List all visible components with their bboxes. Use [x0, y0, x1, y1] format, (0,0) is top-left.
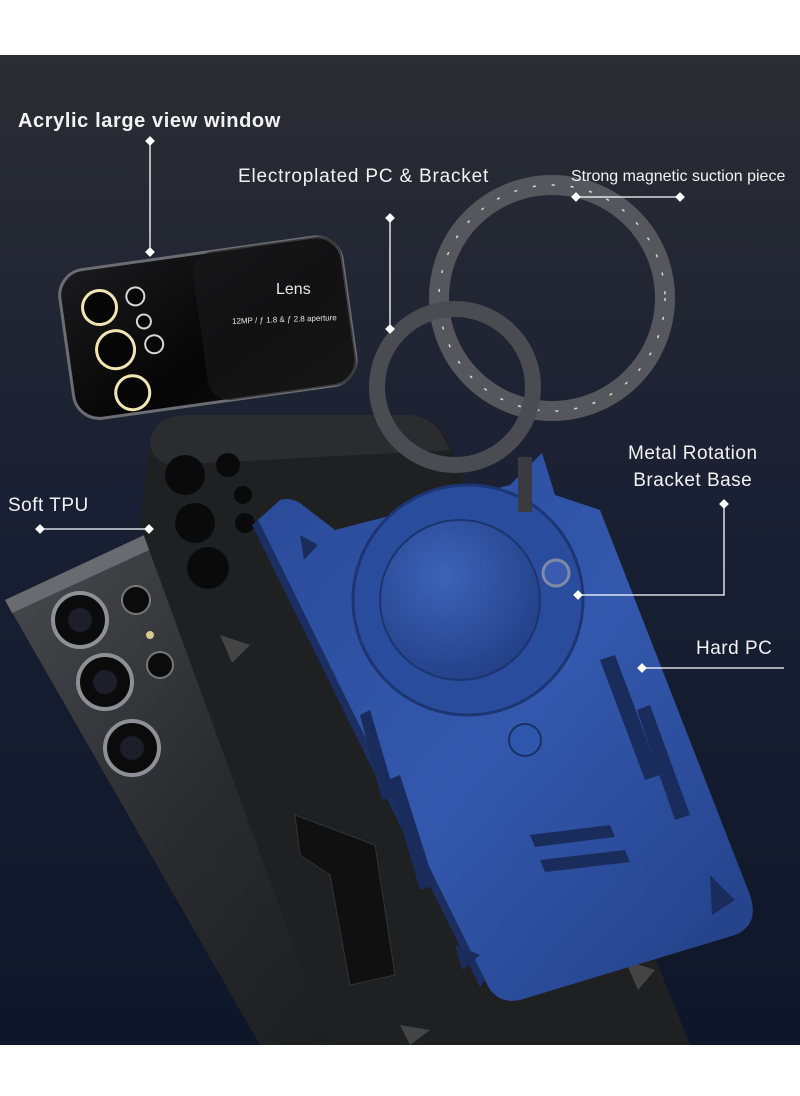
- metal-rotation-line1: Metal Rotation: [628, 443, 758, 464]
- phone-case-exploded-view: [0, 55, 800, 1045]
- metal-rotation-label: Metal Rotation Bracket Base: [628, 440, 758, 494]
- acrylic-lens-window: [58, 235, 358, 420]
- corner-triangle-icon: [220, 635, 250, 663]
- phone-camera-lenses: [51, 585, 174, 777]
- metal-rotation-base: [541, 558, 571, 588]
- grip-texture: [294, 814, 396, 986]
- magnetic-rings: [369, 175, 675, 512]
- magnetic-label: Strong magnetic suction piece: [571, 168, 786, 185]
- electroplated-label: Electroplated PC & Bracket: [238, 166, 490, 187]
- soft-tpu-label: Soft TPU: [8, 495, 89, 516]
- case-camera-cutouts: [165, 453, 255, 589]
- magnetic-disk: [379, 519, 541, 681]
- bracket-hinge: [508, 723, 542, 757]
- product-illustration: Acrylic large view window Electroplated …: [0, 55, 800, 1045]
- acrylic-window-label: Acrylic large view window: [18, 110, 281, 132]
- hard-pc-case: [252, 453, 753, 1001]
- electroplated-bracket-ring: [369, 301, 541, 473]
- callout-leaders: [35, 136, 784, 673]
- hard-pc-label: Hard PC: [696, 638, 773, 659]
- metal-rotation-line2: Bracket Base: [633, 470, 753, 491]
- lens-window-title: Lens: [276, 281, 311, 298]
